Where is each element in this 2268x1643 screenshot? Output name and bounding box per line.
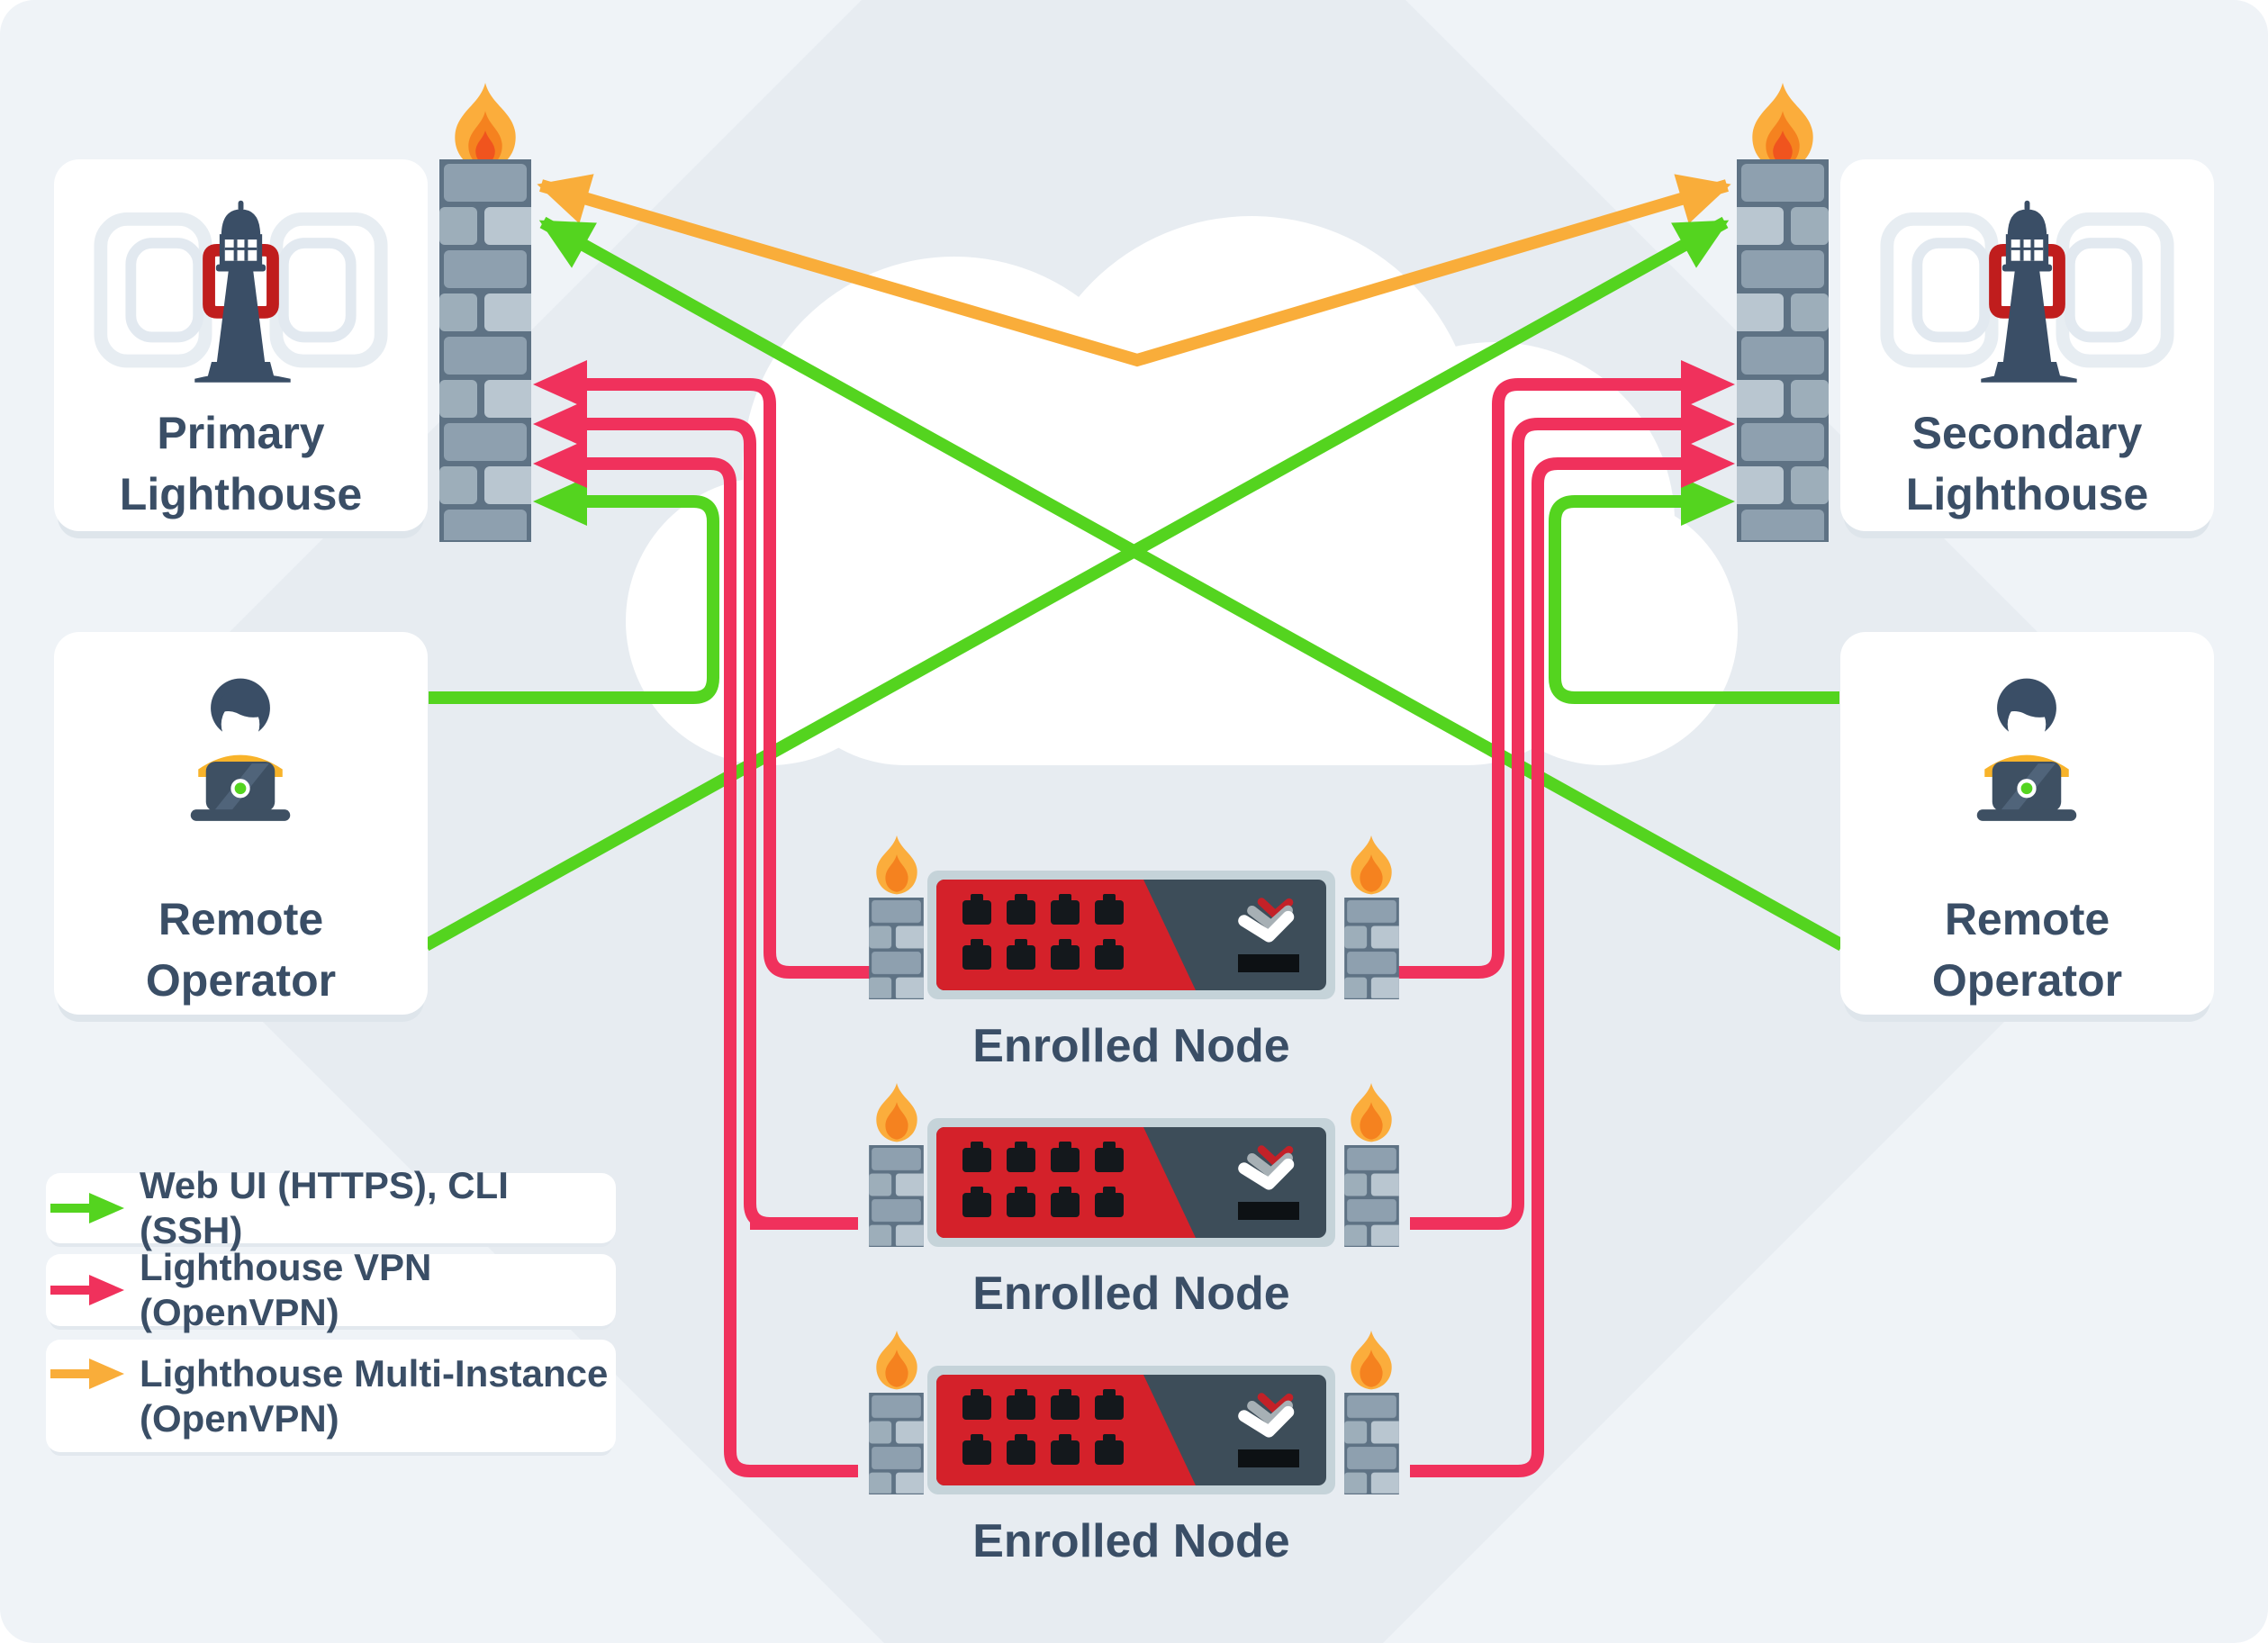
flame-icon [876, 835, 917, 895]
orange-arrow-icon [50, 1359, 124, 1389]
cloud-shape [770, 486, 1603, 765]
vpn-line-node2-to-primary [567, 418, 858, 1230]
legend-label-line: (OpenVPN) [140, 1396, 339, 1440]
legend-item-web-ui: Web UI (HTTPS), CLI (SSH) [46, 1164, 616, 1251]
flame-icon [1351, 835, 1392, 895]
enrolled-node-appliance [927, 1366, 1335, 1494]
enrolled-node-appliance [927, 871, 1335, 999]
node-firewall [1344, 1145, 1399, 1247]
label-line: Remote [1944, 894, 2110, 944]
enrolled-node-label: Enrolled Node [972, 1268, 1290, 1320]
vpn-line-node3-to-primary [567, 457, 858, 1477]
label-line: Primary [157, 408, 325, 458]
lighthouse-icon [94, 200, 388, 383]
operator-icon [190, 678, 291, 821]
vpn-line-node3-to-secondary [1410, 457, 1701, 1477]
legend-label: Web UI (HTTPS), CLI (SSH) [140, 1164, 509, 1251]
pink-arrow-icon [50, 1275, 124, 1305]
webui-arrowhead [533, 477, 587, 526]
label-line: Secondary [1911, 408, 2143, 458]
vpn-arrowhead [1681, 439, 1735, 488]
remote-operator-right-card: Remote Operator [1840, 632, 2214, 1015]
opengear-logo-icon [1238, 898, 1295, 943]
legend-label: Lighthouse Multi-Instance (OpenVPN) [140, 1351, 608, 1441]
lighthouse-icon [1880, 200, 2174, 383]
flame-icon [1752, 83, 1813, 171]
primary-lighthouse-card: Primary Lighthouse [54, 159, 428, 531]
vpn-line-node1-to-secondary [1390, 378, 1681, 979]
node-firewall [869, 1393, 924, 1494]
green-arrow-icon [50, 1193, 124, 1223]
node-firewall [869, 898, 924, 999]
legend-item-lighthouse-vpn: Lighthouse VPN (OpenVPN) [46, 1246, 616, 1333]
remote-operator-left-card: Remote Operator [54, 632, 428, 1015]
label-line: Operator [1931, 955, 2123, 1006]
label-line: Remote [158, 894, 324, 944]
flame-icon [876, 1083, 917, 1142]
label-line: Operator [145, 955, 337, 1006]
legend-label: Lighthouse VPN (OpenVPN) [140, 1246, 432, 1333]
webui-line-left-operator-to-primary [429, 495, 719, 704]
opengear-logo-icon [1238, 1393, 1295, 1438]
enrolled-node-appliance [927, 1118, 1335, 1247]
vpn-arrowhead [1681, 360, 1735, 409]
enrolled-node-label: Enrolled Node [972, 1020, 1290, 1072]
node-firewall [1344, 898, 1399, 999]
node-firewall [869, 1145, 924, 1247]
webui-line-left-operator-to-secondary [422, 216, 1730, 952]
multi-instance-link-line [537, 174, 1731, 367]
legend-item-multi-instance: Lighthouse Multi-Instance (OpenVPN) [46, 1340, 616, 1452]
vpn-arrowhead [1681, 400, 1735, 448]
enrolled-node-label: Enrolled Node [972, 1515, 1290, 1567]
vpn-arrowhead [533, 400, 587, 448]
legend-label-line: Lighthouse Multi-Instance [140, 1351, 609, 1395]
firewall-primary [439, 159, 531, 542]
vpn-arrowhead [533, 360, 587, 409]
firewall-secondary [1737, 159, 1829, 542]
vpn-arrowhead [533, 439, 587, 488]
flame-icon [455, 83, 516, 171]
secondary-lighthouse-label: Secondary Lighthouse [1840, 402, 2214, 525]
vpn-line-node1-to-primary [587, 378, 878, 979]
label-line: Lighthouse [119, 469, 363, 519]
operator-icon [1976, 678, 2077, 821]
webui-line-right-operator-to-primary [538, 216, 1846, 952]
remote-operator-right-label: Remote Operator [1840, 889, 2214, 1011]
opengear-logo-icon [1238, 1145, 1295, 1190]
flame-icon [1351, 1083, 1392, 1142]
flame-icon [876, 1331, 917, 1390]
remote-operator-left-label: Remote Operator [54, 889, 428, 1011]
webui-line-right-operator-to-secondary [1549, 495, 1839, 704]
flame-icon [1351, 1331, 1392, 1390]
secondary-lighthouse-card: Secondary Lighthouse [1840, 159, 2214, 531]
webui-arrowhead [1681, 477, 1735, 526]
primary-lighthouse-label: Primary Lighthouse [54, 402, 428, 525]
node-firewall [1344, 1393, 1399, 1494]
label-line: Lighthouse [1905, 469, 2149, 519]
vpn-line-node2-to-secondary [1410, 418, 1701, 1230]
